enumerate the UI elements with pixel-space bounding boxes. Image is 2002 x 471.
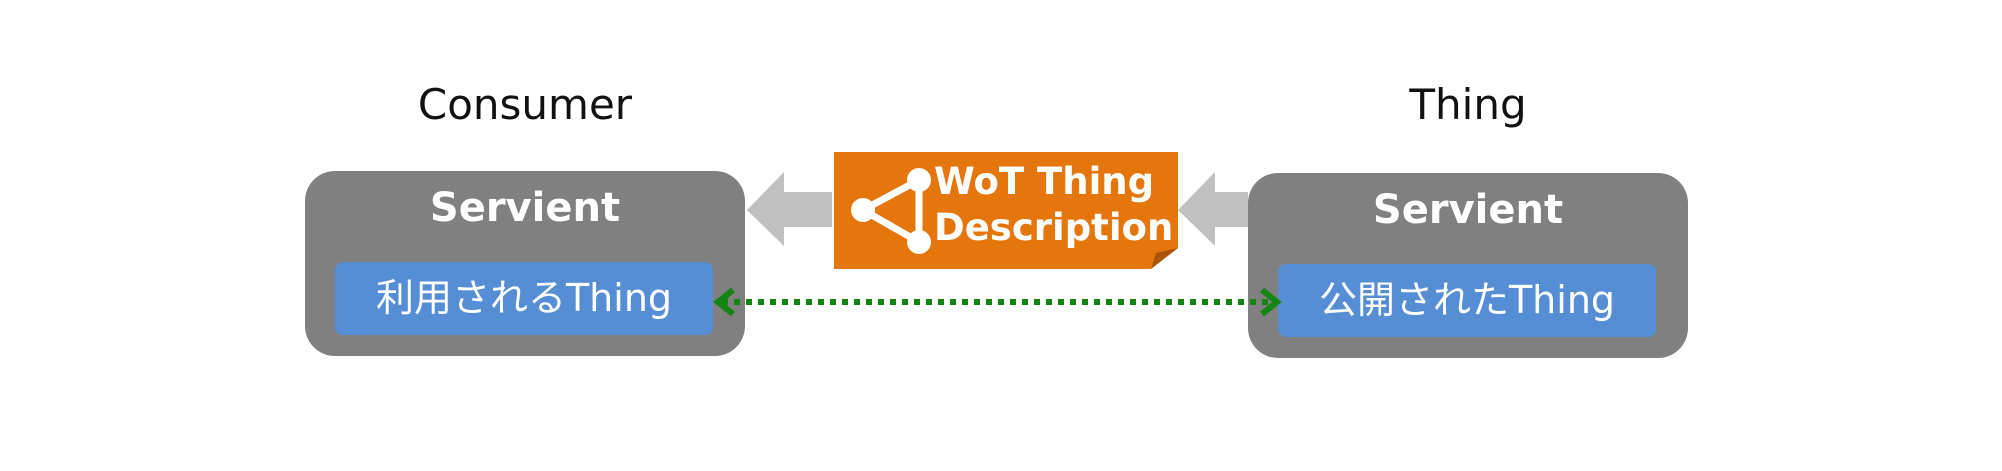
td-title-line2: Description <box>934 206 1174 249</box>
thing-description-box: WoT Thing Description <box>834 152 1178 269</box>
consumer-label: Consumer <box>417 80 633 129</box>
exposed-thing: 公開されたThing <box>1278 264 1656 337</box>
td-title-line1: WoT Thing <box>934 160 1155 203</box>
interaction-arrowhead-right <box>1260 287 1282 317</box>
td-fold-flap <box>1151 248 1178 269</box>
thing-servient: Servient 公開されたThing <box>1248 173 1688 358</box>
interaction-arrowhead-left <box>713 287 735 317</box>
td-to-consumer-arrow <box>747 172 832 246</box>
consumer-servient: Servient 利用されるThing <box>305 171 745 356</box>
consumed-thing: 利用されるThing <box>335 262 713 335</box>
thing-label: Thing <box>1409 80 1527 129</box>
thing-servient-title: Servient <box>1372 187 1564 233</box>
consumer-servient-title: Servient <box>429 185 621 231</box>
network-graph-icon <box>851 168 931 254</box>
thing-to-td-arrow <box>1178 172 1248 246</box>
thing-description-title: WoT Thing Description <box>934 159 1173 251</box>
